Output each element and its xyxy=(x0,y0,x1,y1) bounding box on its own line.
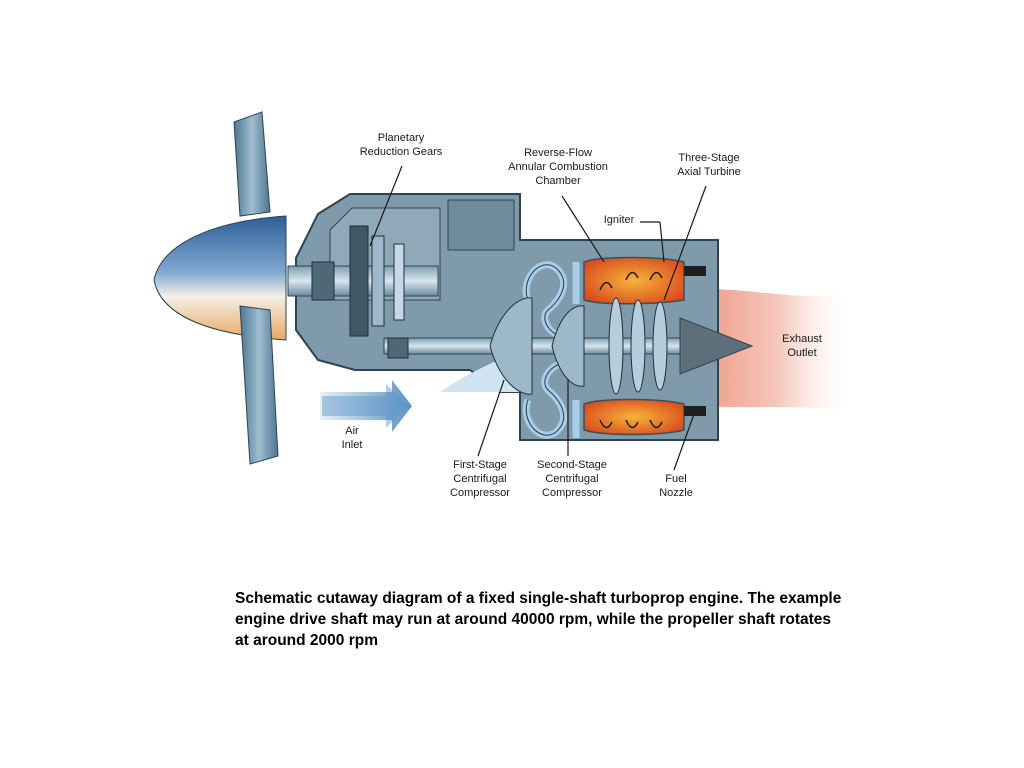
label-reverse-flow-combustion-chamber: Reverse-Flow Annular Combustion Chamber xyxy=(508,147,608,187)
combustion-chamber xyxy=(583,256,685,436)
fuel-nozzle xyxy=(684,406,706,416)
leader-lines xyxy=(369,165,707,471)
label-first-stage-compressor: First-Stage Centrifugal Compressor xyxy=(450,459,510,499)
planetary-reduction-gears xyxy=(311,225,409,359)
figure-caption: Schematic cutaway diagram of a fixed sin… xyxy=(235,590,842,649)
three-stage-axial-turbine xyxy=(608,297,668,395)
air-inlet-arrow xyxy=(322,384,408,428)
second-stage-compressor xyxy=(551,305,585,387)
first-stage-compressor xyxy=(489,297,533,395)
propeller-blades xyxy=(233,111,279,465)
label-second-stage-compressor: Second-Stage Centrifugal Compressor xyxy=(537,459,607,499)
label-planetary-reduction-gears: Planetary Reduction Gears xyxy=(359,132,443,158)
label-three-stage-axial-turbine: Three-Stage Axial Turbine xyxy=(677,152,741,178)
label-exhaust-outlet: Exhaust Outlet xyxy=(782,333,822,359)
label-igniter: Igniter xyxy=(603,214,635,226)
igniter xyxy=(684,266,706,276)
label-fuel-nozzle: Fuel Nozzle xyxy=(659,473,693,499)
label-air-inlet: Air Inlet xyxy=(341,425,363,451)
